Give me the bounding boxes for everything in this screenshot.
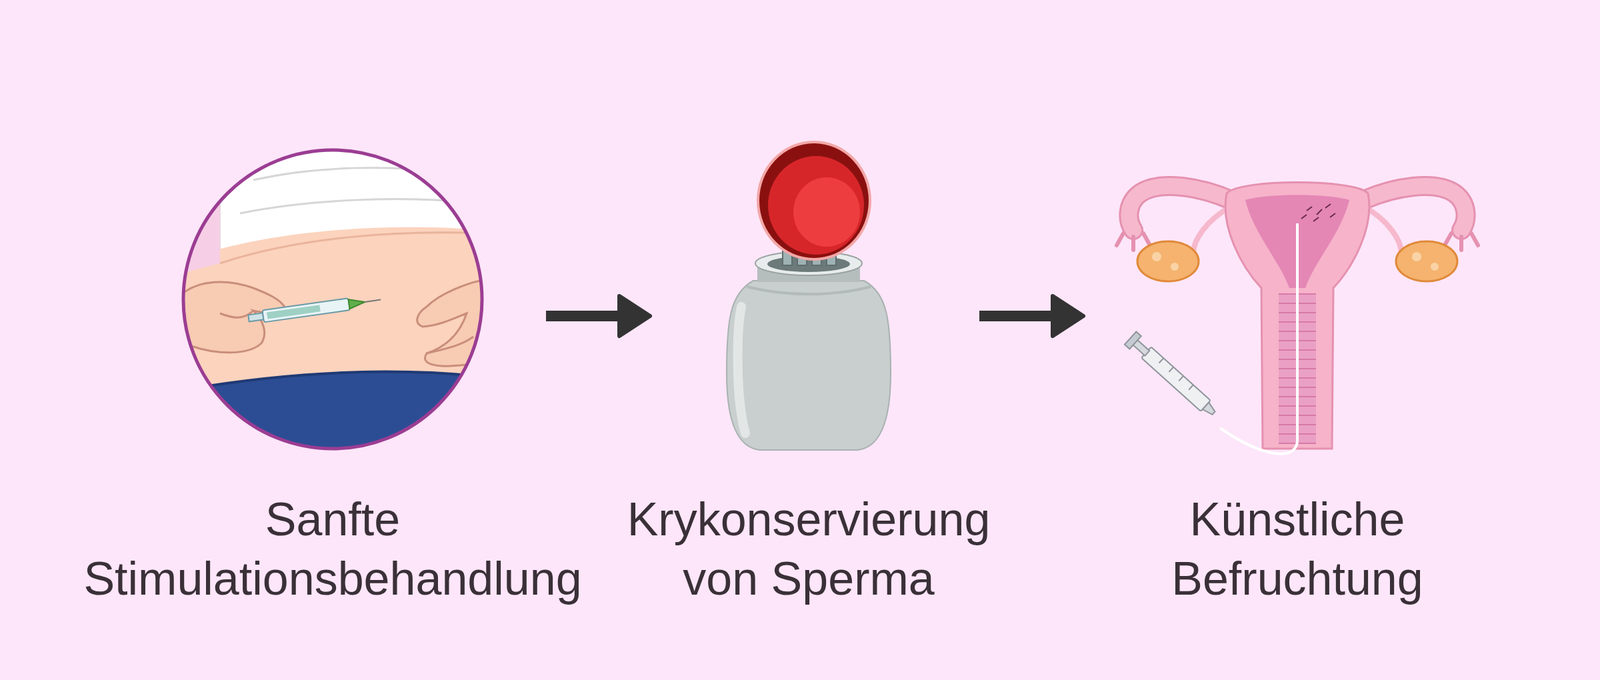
flow-arrow xyxy=(546,296,650,336)
arrow-shaft xyxy=(979,310,1056,322)
uterus-illustration xyxy=(1116,182,1478,454)
step-caption: Krykonservierung von Sperma xyxy=(602,490,1016,609)
step-caption: Künstliche Befruchtung xyxy=(1150,490,1444,609)
arrow-head xyxy=(1052,296,1084,336)
step-caption: Sanfte Stimulationsbehandlung xyxy=(59,490,606,609)
process-step: Sanfte Stimulationsbehandlung xyxy=(179,146,486,609)
arrow-shaft xyxy=(546,310,622,322)
injection-illustration xyxy=(180,146,487,454)
arrow-head xyxy=(619,296,650,336)
process-step: Künstliche Befruchtung xyxy=(1110,146,1484,609)
flow-arrow xyxy=(979,296,1084,336)
cryo-tank-illustration xyxy=(726,140,891,450)
process-step: Krykonservierung von Sperma xyxy=(708,146,909,609)
